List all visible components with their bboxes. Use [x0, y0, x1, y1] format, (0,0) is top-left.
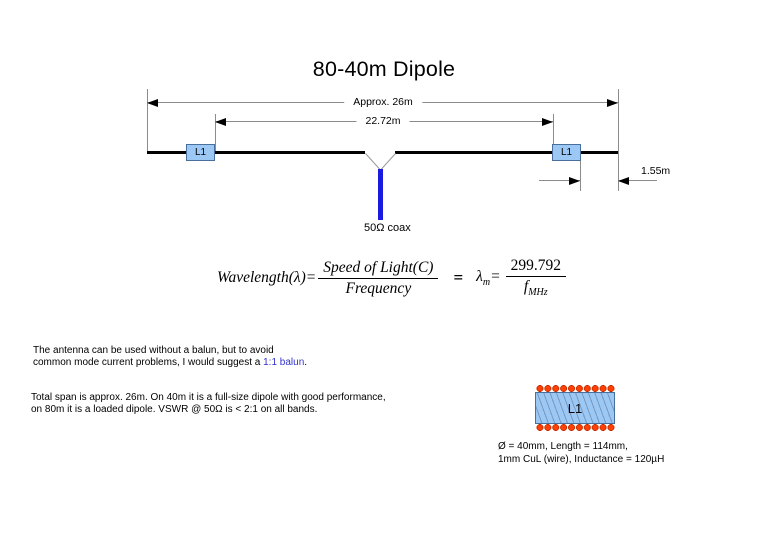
span-note-line1: Total span is approx. 26m. On 40m it is … — [31, 392, 386, 403]
coil-left-label: L1 — [194, 147, 207, 158]
formula-numerator-2: 299.792 — [505, 257, 566, 278]
balun-note-line1: The antenna can be used without a balun,… — [33, 345, 274, 356]
span-note: Total span is approx. 26m. On 40m it is … — [31, 392, 386, 416]
equals-sign: = — [490, 267, 501, 285]
formula-lambda-term: λm= — [476, 268, 500, 288]
balun-note-line2-prefix: common mode current problems, I would su… — [33, 357, 264, 368]
lambda-subscript: m — [482, 277, 491, 289]
span-note-line2: on 80m it is a loaded dipole. VSWR @ 50Ω… — [31, 404, 318, 415]
formula-fraction-2: 299.792 fMHz — [505, 257, 566, 299]
balun-link[interactable]: 1:1 balun — [263, 357, 305, 368]
dim-line-end-left — [539, 180, 580, 181]
dim-inner-label: 22.72m — [356, 115, 410, 127]
formula-numerator-1: Speed of Light(C) — [318, 259, 439, 279]
wavelength-formula: Wavelength(λ)= Speed of Light(C) Frequen… — [217, 255, 568, 301]
page-title: 80-40m Dipole — [312, 57, 456, 81]
extension-line-far-left — [147, 89, 148, 153]
coil-spec-line2: 1mm CuL (wire), Inductance = 120µH — [498, 453, 665, 465]
balun-note-line2: common mode current problems, I would su… — [33, 357, 307, 369]
coil-turns-bottom — [536, 423, 615, 432]
arrowhead-right-icon — [607, 98, 618, 107]
coil-spec-line1: Ø = 40mm, Length = 114mm, — [498, 441, 628, 452]
coil-detail-label: L1 — [567, 400, 583, 416]
formula-denominator-1: Frequency — [345, 279, 412, 297]
formula-lhs: Wavelength(λ)= — [217, 269, 317, 286]
arrowhead-left-icon — [618, 176, 629, 185]
dim-total-label: Approx. 26m — [344, 96, 422, 108]
formula-equivalence-sign: = — [453, 268, 464, 287]
coil-detail-body: L1 — [535, 392, 615, 424]
dim-line-end-right — [618, 180, 657, 181]
coil-spec: Ø = 40mm, Length = 114mm, 1mm CuL (wire)… — [498, 441, 664, 466]
extension-line-inner-right — [553, 114, 554, 153]
coil-turns-top — [536, 384, 615, 393]
antenna-wire-right — [395, 151, 618, 154]
arrowhead-right-icon — [569, 176, 580, 185]
formula-denominator-2: fMHz — [524, 277, 548, 298]
antenna-wire-left — [147, 151, 365, 154]
frequency-subscript: MHz — [528, 287, 548, 299]
coax-label: 50Ω coax — [364, 222, 411, 234]
arrowhead-right-icon — [542, 117, 553, 126]
arrowhead-left-icon — [147, 98, 158, 107]
dim-end-label: 1.55m — [641, 165, 671, 177]
extension-line-far-right — [618, 89, 619, 191]
loading-coil-right: L1 — [552, 144, 581, 161]
arrowhead-left-icon — [215, 117, 226, 126]
coax-cable — [378, 169, 383, 220]
extension-line-coil-right — [580, 161, 581, 191]
extension-line-inner-left — [215, 114, 216, 153]
loading-coil-left: L1 — [186, 144, 215, 161]
coil-right-label: L1 — [560, 147, 573, 158]
balun-note: The antenna can be used without a balun,… — [33, 345, 307, 369]
formula-fraction-1: Speed of Light(C) Frequency — [318, 259, 439, 298]
frequency-symbol: f — [523, 278, 529, 296]
balun-note-line2-suffix: . — [304, 357, 308, 368]
feedpoint-v-lines-icon — [365, 153, 396, 170]
lambda-symbol: λ — [476, 267, 483, 285]
